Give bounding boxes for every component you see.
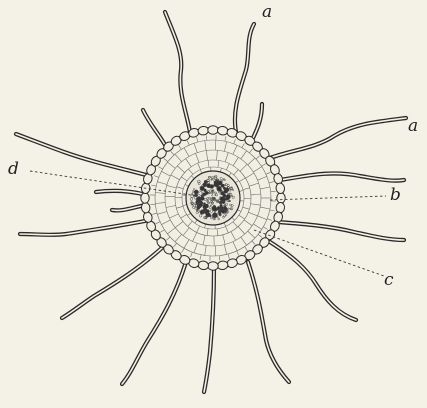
label-d: d: [8, 159, 19, 179]
label-c: c: [384, 270, 394, 290]
label-a-top: a: [262, 2, 272, 22]
root-hair-1: [235, 24, 254, 132]
label-b: b: [390, 185, 401, 205]
label-a-right: a: [408, 116, 418, 136]
root-hair-11: [122, 262, 186, 384]
stele-cell: [200, 197, 204, 201]
stele-cell: [194, 190, 198, 194]
stele-cell: [207, 184, 211, 188]
root-hair-7: [278, 222, 404, 240]
stele-cell: [220, 204, 223, 207]
stele-cell: [217, 186, 222, 191]
leader-line-c: [254, 230, 384, 276]
root-hair-8: [270, 242, 356, 320]
stele-cell: [219, 213, 222, 216]
stele-cell: [221, 210, 225, 214]
root-hair-lumen-9: [248, 262, 289, 382]
stele-cell: [218, 181, 222, 185]
root-hair-lumen-2: [165, 12, 190, 132]
stele-cell: [222, 193, 225, 196]
root-hair-13: [20, 220, 150, 235]
stele-cell: [213, 205, 215, 207]
epidermis-cell: [141, 193, 149, 203]
epidermis-cell: [277, 193, 285, 203]
epidermis-cell: [208, 262, 218, 270]
stele-cell: [203, 205, 207, 209]
stele-cell: [220, 197, 224, 201]
leader-line-b: [270, 196, 386, 200]
root-hair-lumen-5: [270, 118, 406, 158]
stele-cell: [207, 213, 211, 217]
epidermis-cell: [208, 126, 218, 134]
root-hair-lumen-3: [143, 110, 168, 150]
stele-cell: [205, 191, 208, 194]
stele-cell: [214, 212, 216, 214]
root-hair-4: [252, 104, 262, 140]
stele-cell: [226, 197, 229, 200]
root-hair-14: [16, 134, 150, 176]
stele-cell: [223, 187, 226, 190]
